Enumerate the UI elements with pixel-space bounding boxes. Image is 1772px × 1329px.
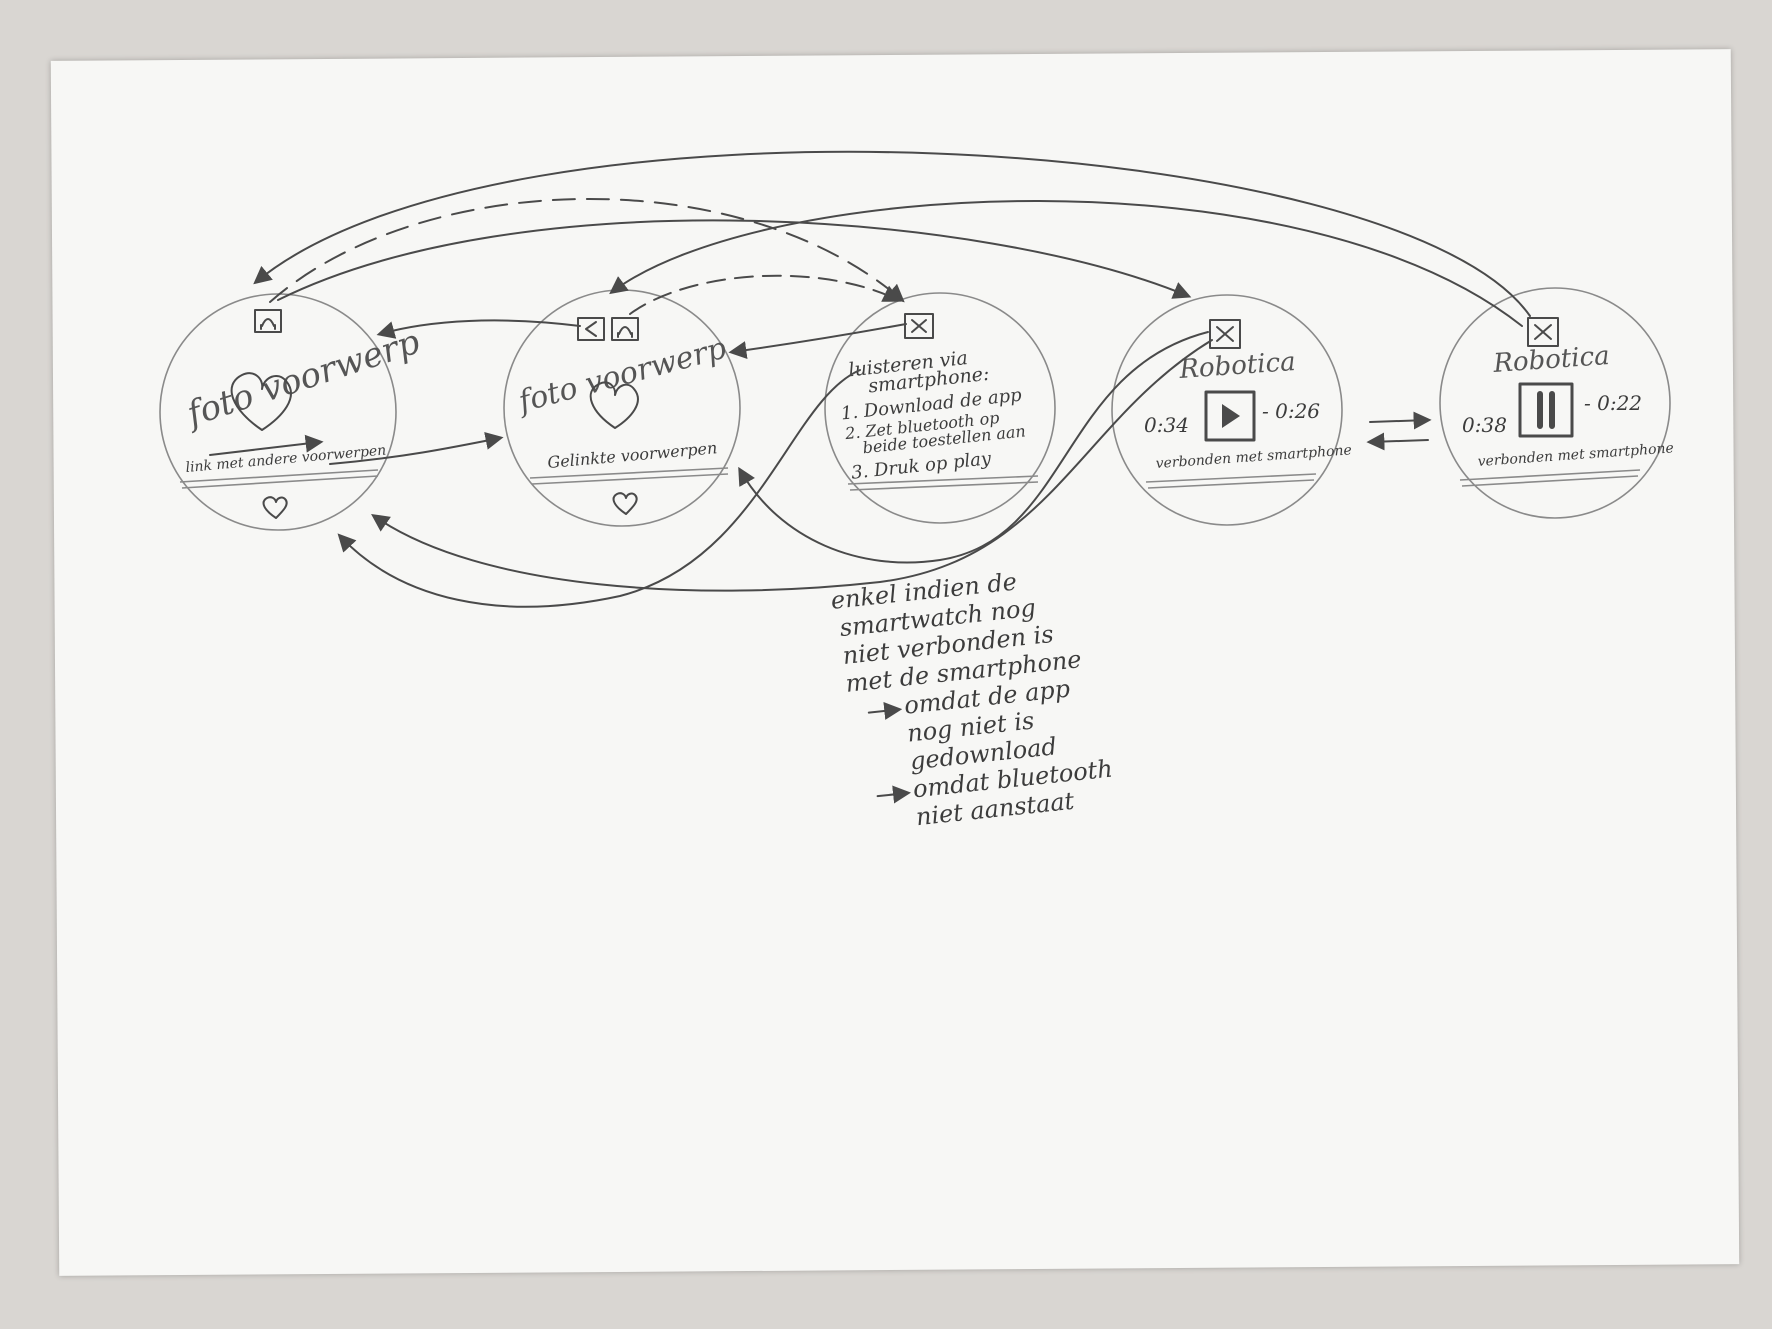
note-bullet-arrow-2 [876,785,912,804]
close-button-4[interactable] [1209,319,1241,349]
close-icon [911,319,927,333]
connection-status-5: verbonden met smartphone [1477,440,1674,470]
heart-icon-small-2[interactable] [612,492,638,515]
divider-2b [531,473,729,485]
headphones-button-2[interactable] [611,317,639,341]
headphones-icon [260,318,276,330]
arrow-s5-to-s1 [253,150,1531,317]
watch-face-5 [1439,287,1671,519]
divider-4 [1145,473,1317,483]
arrow-s2-back-to-s1 [376,319,581,339]
arrow-s3-to-s2 [728,323,907,359]
back-button[interactable] [577,317,605,341]
pause-button[interactable] [1518,382,1574,438]
divider-3 [847,475,1039,485]
divider-1 [179,469,379,483]
heart-icon-large-1 [230,372,292,431]
close-icon-5 [1534,324,1552,340]
divider-5b [1461,475,1639,487]
linked-caption: Gelinkte voorwerpen [547,438,718,472]
close-button-3[interactable] [904,313,934,339]
arrow-s4-to-s2 [738,331,1209,564]
arrow-s1-to-s3-dashed [269,198,905,303]
watch-face-3 [824,292,1056,524]
arrow-s2-to-s3-dashed [629,274,902,315]
divider-4b [1147,479,1315,489]
divider-3b [849,481,1039,491]
arrow-s4-to-s5 [1369,411,1432,430]
arrow-s1-to-s2 [329,431,504,465]
arrow-s3-to-s1 [337,369,861,608]
track-title-5: Robotica [1491,341,1610,379]
watch-screen-4: Robotica 0:34 - 0:26 verbonden met smart… [1111,294,1352,526]
track-title-4: Robotica [1177,347,1296,385]
play-button[interactable] [1204,390,1256,442]
headphones-icon-2 [617,326,633,338]
arrow-s5-to-s4 [1366,432,1429,451]
condition-note: enkel indien de smartwatch nog niet verb… [829,568,1113,832]
divider-5 [1459,469,1641,481]
elapsed-time-5: 0:38 [1462,413,1507,437]
watch-screen-1: foto voorwerp link met andere voorwerpen [159,293,425,531]
divider-1b [181,475,379,489]
heart-icon-small-1[interactable] [262,496,288,519]
connection-status-4: verbonden met smartphone [1155,442,1352,472]
photo-label-2: foto voorwerp [513,331,730,421]
elapsed-time-4: 0:34 [1144,413,1189,437]
headphones-button[interactable] [254,309,282,333]
close-icon-4 [1216,326,1234,342]
pause-icon [1537,391,1555,429]
close-button-5[interactable] [1527,317,1559,347]
watch-screen-2: foto voorwerp Gelinkte voorwerpen [503,289,741,527]
watch-face-4 [1111,294,1343,526]
remaining-time-5: - 0:22 [1584,391,1642,415]
arrow-s5-to-s2 [609,200,1523,327]
watch-screen-5: Robotica 0:38 - 0:22 verbonden met smart… [1439,287,1674,519]
note-bullet-arrow-1 [867,702,903,720]
arrow-s1-to-s4 [277,219,1192,301]
arrow-s4-to-s1 [371,339,1213,592]
chevron-left-icon [585,321,597,337]
play-icon [1222,404,1240,428]
swipe-arrow [209,434,324,456]
heart-icon-large-2 [589,381,639,429]
divider-2 [529,467,729,479]
photo-label-1: foto voorwerp [180,322,425,436]
flow-arrows [253,150,1531,608]
remaining-time-4: - 0:26 [1262,399,1320,423]
watch-screen-3: luisteren via smartphone: 1. Download de… [824,292,1056,524]
